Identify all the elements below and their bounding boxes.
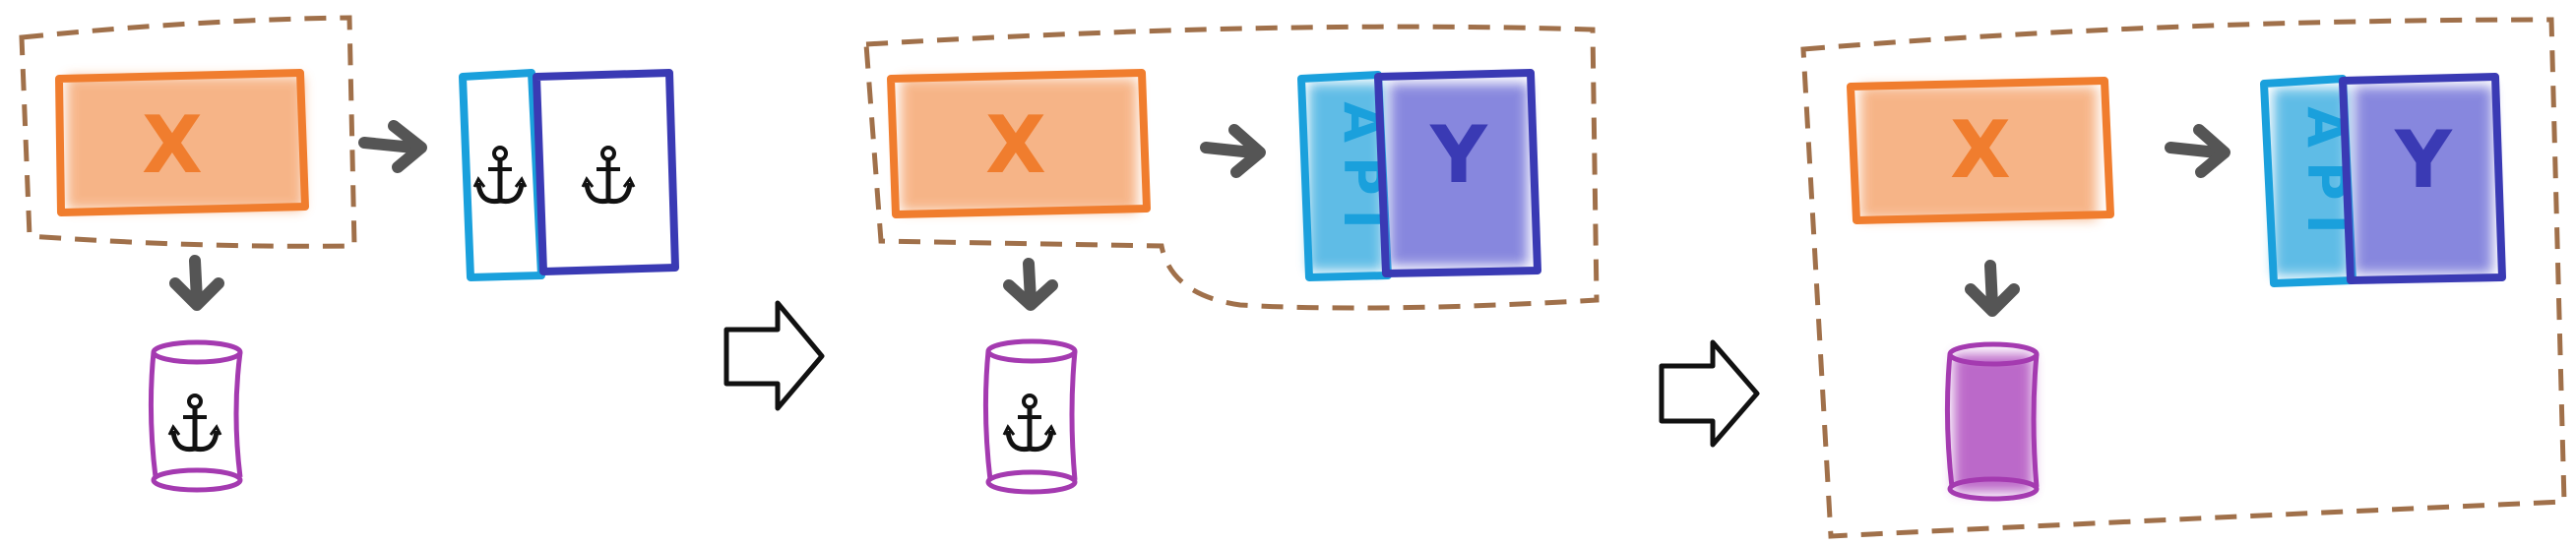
service-x-box: X	[887, 69, 1151, 218]
arrow-down-icon	[1003, 258, 1058, 311]
panel-1: X	[19, 15, 679, 493]
service-x-label: X	[1950, 104, 2011, 196]
arrow-right-icon	[1200, 124, 1266, 178]
service-boundary	[19, 15, 357, 249]
hollow-arrow-right-icon	[1659, 339, 1760, 448]
service-y-box: Y	[1374, 69, 1541, 277]
service-x-box: X	[1847, 77, 2114, 224]
anchor-icon	[169, 395, 220, 450]
dependency-left-box	[459, 69, 545, 281]
anchor-icon	[474, 148, 526, 202]
database-cylinder	[1944, 341, 2040, 502]
arrow-down-icon	[1965, 260, 2020, 317]
panel-3: X API Y	[1800, 17, 2567, 539]
service-x-label: X	[985, 99, 1046, 191]
arrow-down-icon	[169, 255, 224, 311]
database-cylinder	[148, 339, 243, 493]
service-y-label: Y	[1429, 109, 1488, 201]
service-boundary	[863, 24, 1600, 311]
service-y-box: Y	[2339, 73, 2506, 284]
panel-2: X API Y	[863, 24, 1600, 495]
service-x-box: X	[55, 69, 309, 216]
arrow-right-icon	[2165, 124, 2230, 178]
anchor-icon	[583, 148, 634, 202]
service-y-label: Y	[2394, 114, 2453, 206]
service-x-label: X	[142, 99, 203, 191]
dependency-right-box	[533, 69, 679, 275]
database-cylinder	[982, 338, 1078, 495]
hollow-arrow-right-icon	[723, 300, 825, 411]
anchor-icon	[1004, 395, 1055, 450]
api-box: API	[2260, 75, 2357, 287]
arrow-right-icon	[358, 120, 427, 173]
